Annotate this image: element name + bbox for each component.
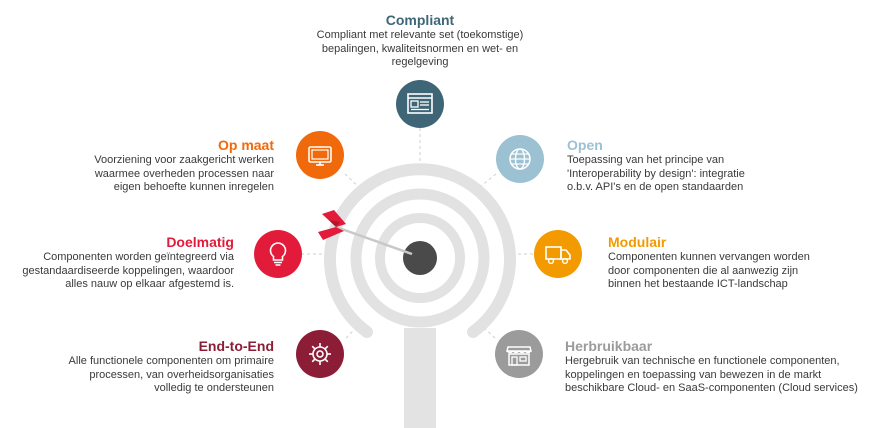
herbruikbaar-block: Herbruikbaar Hergebruik van technische e… bbox=[565, 338, 870, 396]
opmaat-desc: Voorziening voor zaakgericht werken waar… bbox=[94, 154, 274, 193]
doelmatig-desc: Componenten worden geïntegreerd via gest… bbox=[22, 251, 234, 290]
compliant-block: Compliant Compliant met relevante set (t… bbox=[270, 12, 570, 70]
herbruikbaar-desc: Hergebruik van technische en functionele… bbox=[565, 355, 858, 394]
opmaat-block: Op maat Voorziening voor zaakgericht wer… bbox=[48, 137, 274, 195]
monitor-icon bbox=[296, 131, 344, 179]
doelmatig-title: Doelmatig bbox=[166, 234, 234, 250]
open-desc: Toepassing van het principe van 'Interop… bbox=[567, 154, 745, 193]
target-bullseye bbox=[403, 241, 437, 275]
globe-icon bbox=[496, 135, 544, 183]
lightbulb-icon bbox=[254, 230, 302, 278]
compliant-title: Compliant bbox=[385, 12, 455, 28]
open-block: Open Toepassing van het principe van 'In… bbox=[567, 137, 807, 195]
herbruikbaar-title: Herbruikbaar bbox=[565, 338, 653, 354]
compliant-desc: Compliant met relevante set (toekomstige… bbox=[316, 29, 524, 68]
dart-arrow bbox=[318, 210, 413, 256]
target-rings bbox=[324, 163, 516, 338]
gear-icon bbox=[296, 330, 344, 378]
modulair-desc: Componenten kunnen vervangen worden door… bbox=[608, 251, 810, 290]
truck-icon bbox=[534, 230, 582, 278]
doelmatig-block: Doelmatig Componenten worden geïntegreer… bbox=[6, 234, 234, 292]
modulair-block: Modulair Componenten kunnen vervangen wo… bbox=[608, 234, 848, 292]
storefront-icon bbox=[495, 330, 543, 378]
browser-window-icon bbox=[396, 80, 444, 128]
endtoend-desc: Alle functionele componenten om primaire… bbox=[68, 355, 274, 394]
magnifier-handle bbox=[404, 328, 436, 428]
endtoend-title: End-to-End bbox=[198, 338, 274, 354]
open-title: Open bbox=[567, 137, 603, 153]
modulair-title: Modulair bbox=[608, 234, 667, 250]
endtoend-block: End-to-End Alle functionele componenten … bbox=[30, 338, 274, 396]
opmaat-title: Op maat bbox=[217, 137, 274, 153]
